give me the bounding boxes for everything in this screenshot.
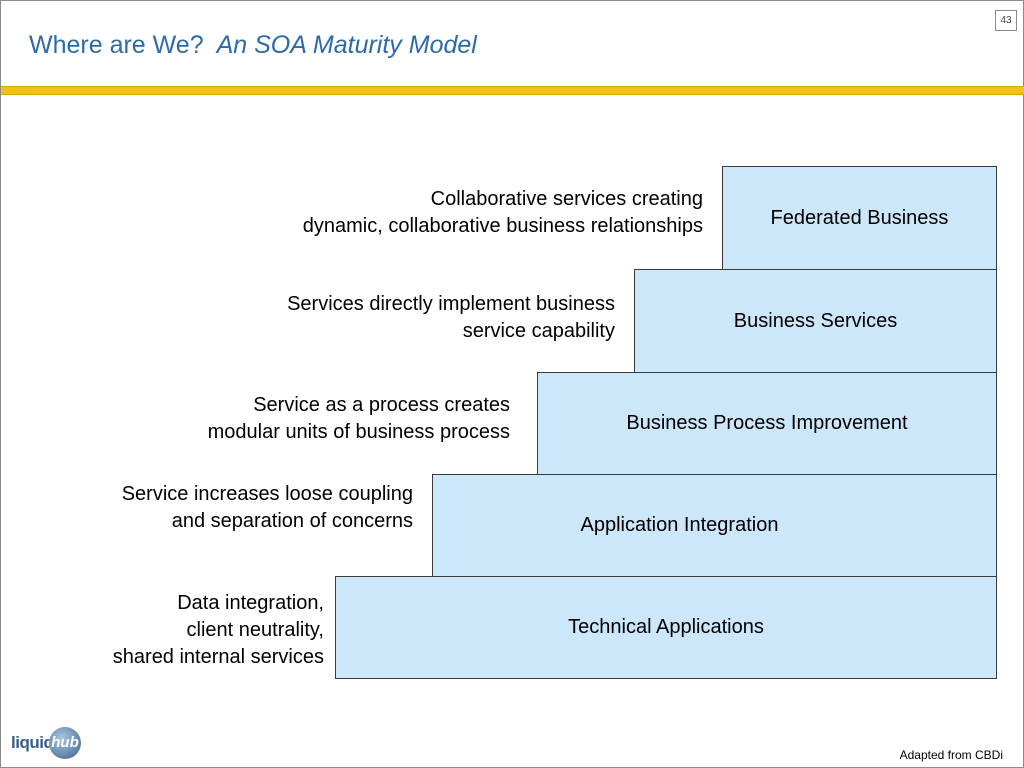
logo-text-liquid: liquid <box>11 733 54 752</box>
step-description-business-services: Services directly implement business ser… <box>287 291 615 345</box>
description-line: shared internal services <box>112 646 324 668</box>
source-credit: Adapted from CBDi <box>899 748 1003 762</box>
title-subtitle: An SOA Maturity Model <box>216 31 477 59</box>
header-divider-band <box>1 86 1024 95</box>
description-line: Service increases loose coupling <box>121 483 413 505</box>
page-title: Where are We? An SOA Maturity Model <box>29 31 477 60</box>
company-logo: liquid hub <box>11 727 81 759</box>
step-technical-applications: Technical Applications <box>335 576 997 679</box>
description-line: Service as a process creates <box>253 394 510 416</box>
step-business-services: Business Services <box>634 269 997 373</box>
description-line: modular units of business process <box>207 421 510 443</box>
step-label: Business Process Improvement <box>626 412 908 434</box>
description-line: Collaborative services creating <box>430 188 703 210</box>
step-business-process-improvement: Business Process Improvement <box>537 372 997 475</box>
step-label: Technical Applications <box>568 616 764 638</box>
title-main: Where are We? <box>29 31 204 59</box>
logo-text-hub: hub <box>51 734 79 751</box>
description-line: client neutrality, <box>186 619 324 641</box>
description-line: service capability <box>462 320 615 342</box>
step-label: Application Integration <box>580 514 779 536</box>
description-line: Services directly implement business <box>287 293 615 315</box>
step-application-integration: Application Integration <box>432 474 997 577</box>
step-description-technical-applications: Data integration, client neutrality, sha… <box>113 590 324 671</box>
description-line: Data integration, <box>177 592 324 614</box>
logo-hub-circle: hub <box>49 727 81 759</box>
step-description-federated-business: Collaborative services creating dynamic,… <box>303 186 703 240</box>
page-number: 43 <box>995 10 1017 31</box>
description-line: and separation of concerns <box>171 510 413 532</box>
step-label: Federated Business <box>770 206 949 229</box>
step-federated-business: Federated Business <box>722 166 997 270</box>
step-description-application-integration: Service increases loose coupling and sep… <box>122 481 413 535</box>
step-description-business-process-improvement: Service as a process creates modular uni… <box>208 392 510 446</box>
step-label: Business Services <box>733 309 898 332</box>
description-line: dynamic, collaborative business relation… <box>302 215 703 237</box>
